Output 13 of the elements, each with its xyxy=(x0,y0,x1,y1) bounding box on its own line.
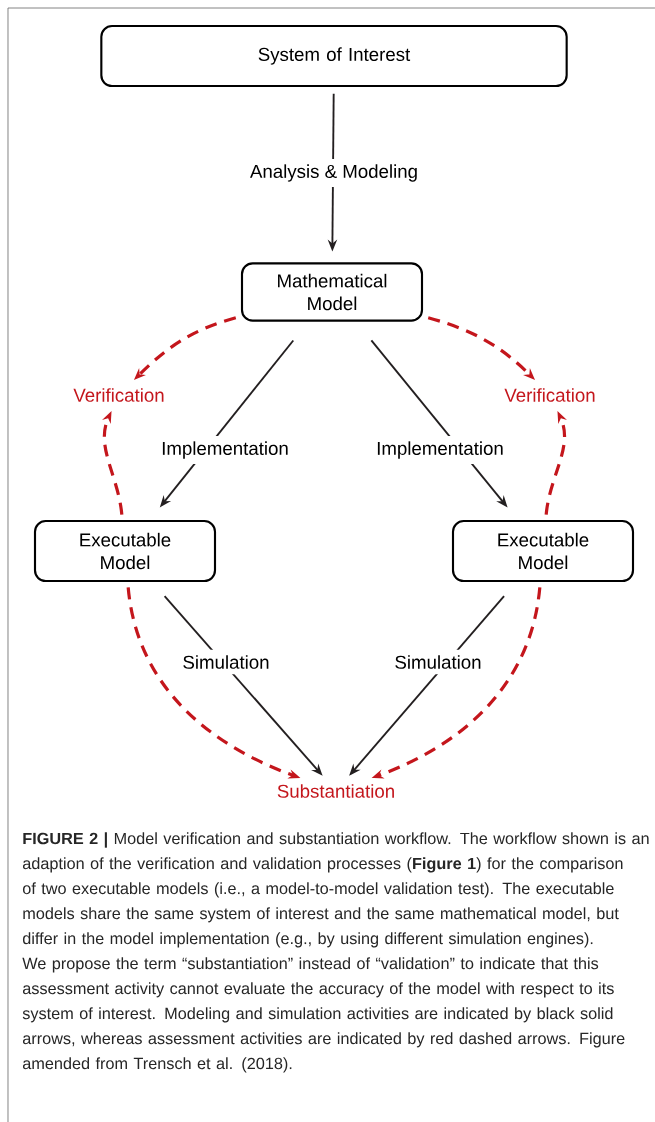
stage-label: Verification xyxy=(73,388,164,402)
edge-label: Implementation xyxy=(155,436,295,465)
stage-label: Verification xyxy=(504,388,595,402)
edge-label: Analysis & Modeling xyxy=(244,159,424,188)
edge-label: Simulation xyxy=(177,649,275,675)
process-box: System of Interest xyxy=(100,24,568,88)
process-box: Executable Model xyxy=(33,519,217,583)
figure-caption: FIGURE 2 | Model verification and substantiation workflow. The workflow shown is an adaption of the verification and validation processes (Figure 1) for the comparison of two executable models (i.e., a model-to-model validation test). The executable models share the same system of interest and the same mathematical model, but differ in the model implementation (e.g., by using different simulation engines). We propose the term “substantiation” instead of “validation” to indicate that this assessment activity cannot evaluate the accuracy of the model with respect to its system of interest. Modeling and simulation activities are indicated by black solid arrows, whereas assessment activities are indicated by red dashed arrows. Figure amended from Trensch et al. (2018). xyxy=(22,832,649,1073)
process-box: Mathematical Model xyxy=(240,262,424,322)
process-box: Executable Model xyxy=(451,519,635,583)
edge-label: Simulation xyxy=(389,649,487,675)
stage-label: Substantiation xyxy=(277,784,394,798)
edge-label: Implementation xyxy=(370,436,510,465)
